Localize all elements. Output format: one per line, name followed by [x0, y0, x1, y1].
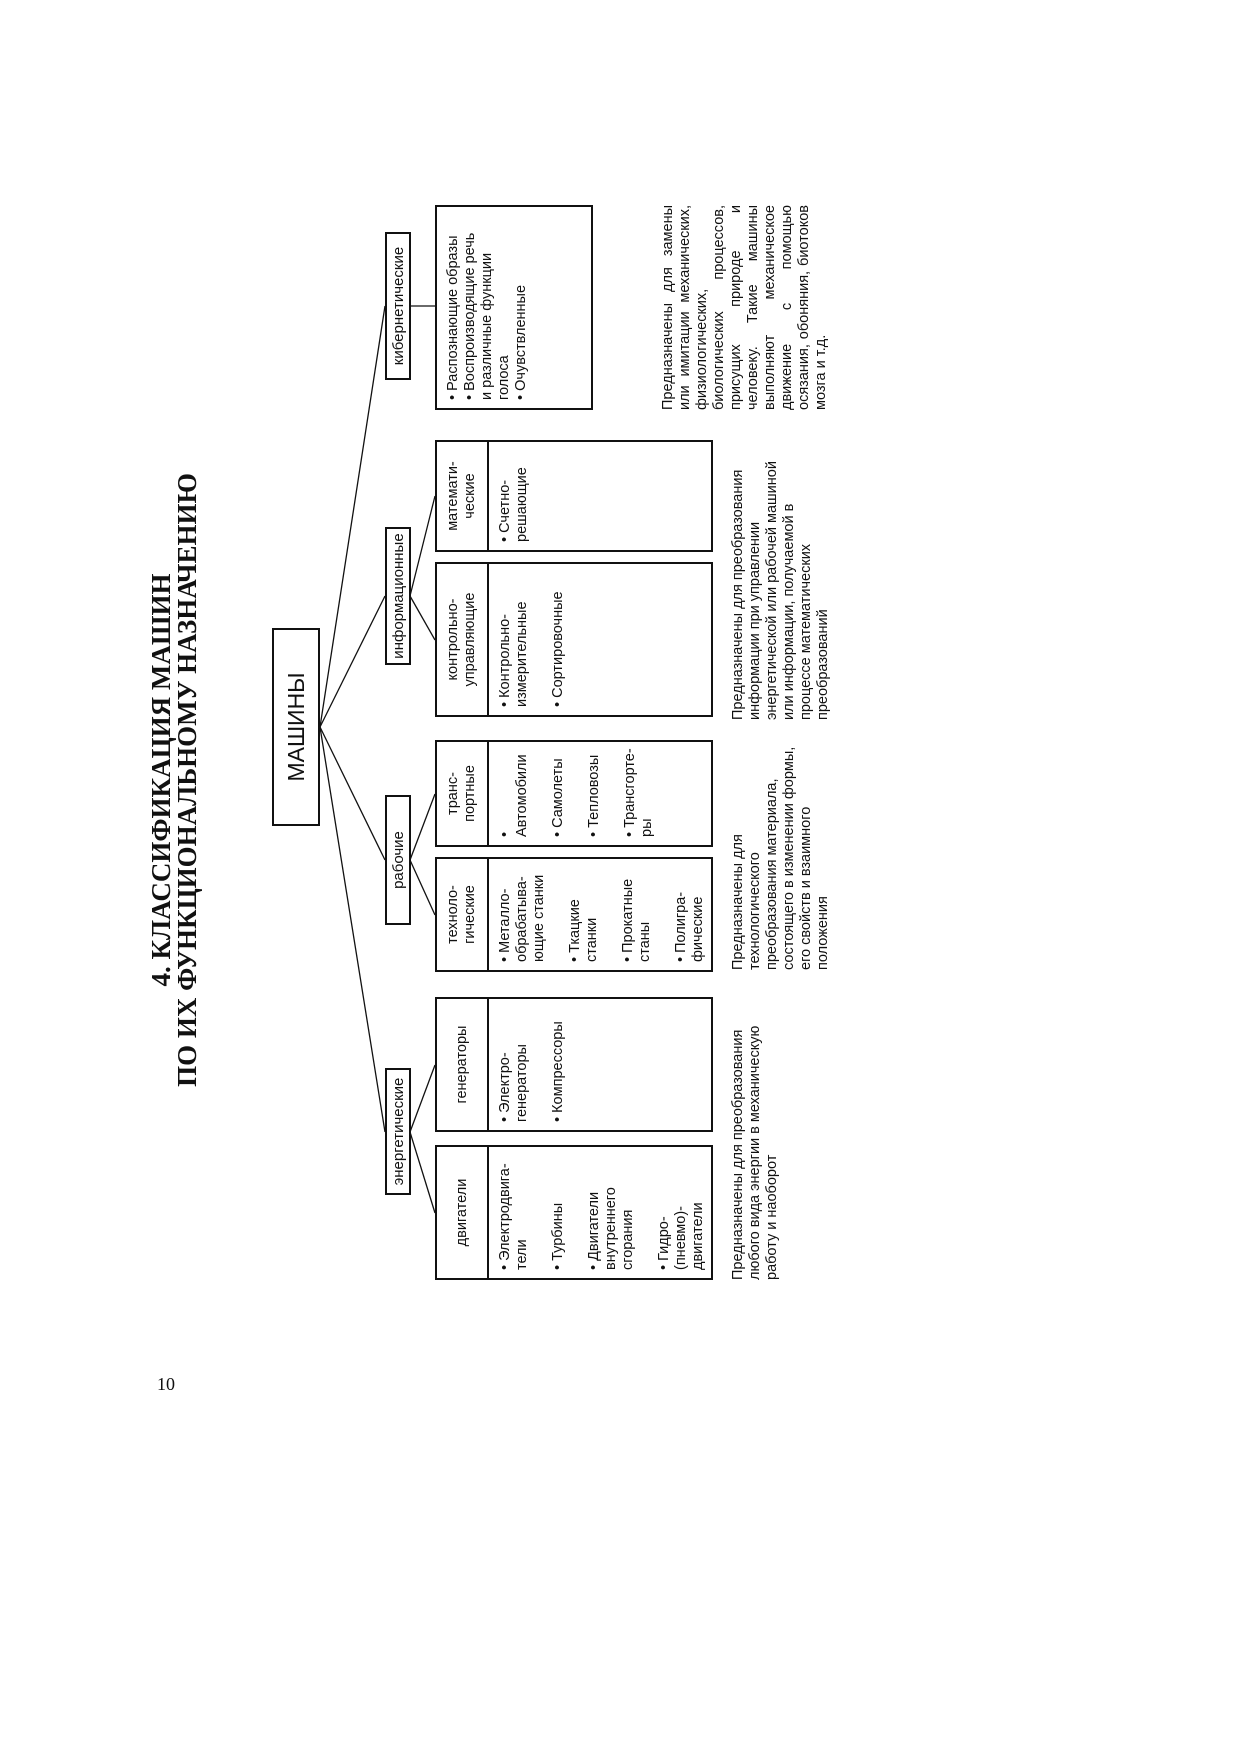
- connector-line: [409, 495, 436, 597]
- list-item: Электро- генераторы: [497, 1003, 531, 1122]
- item-list: Контрольно- измерительные Сортировочные: [489, 564, 567, 715]
- page-number: 10: [157, 1374, 175, 1394]
- cybernetic-items-box: Распознающие образы Воспроизводящие речь…: [435, 205, 593, 410]
- subgroup-header: техноло- гические: [437, 859, 489, 970]
- connector-line: [409, 793, 436, 861]
- subgroup-header: двигатели: [437, 1147, 489, 1278]
- description-energy: Предназначены для преобразования любого …: [730, 1025, 780, 1280]
- connector-line: [319, 305, 386, 728]
- description-information: Предназначены для преобразования информа…: [730, 461, 831, 720]
- subgroup-header: математи- ческие: [437, 442, 489, 550]
- subgroup-technological: техноло- гические Металло- обрабатыва- ю…: [435, 857, 713, 972]
- group-energy: энергетические: [385, 1068, 411, 1195]
- group-working: рабочие: [385, 795, 411, 925]
- list-item: Прокатные станы: [620, 863, 654, 962]
- list-item: Турбины: [550, 1151, 567, 1270]
- connector-line: [409, 1131, 436, 1214]
- subgroup-transport: транс- портные Автомобили Самолеты Тепло…: [435, 740, 713, 847]
- item-list: Автомобили Самолеты Тепловозы Трансгорте…: [489, 742, 656, 845]
- connector-line: [409, 859, 436, 916]
- list-item: Самолеты: [550, 746, 567, 837]
- list-item: Полигра- фические: [673, 863, 707, 962]
- list-item: Счетно- решающие: [497, 446, 531, 542]
- subgroup-header: транс- портные: [437, 742, 489, 845]
- list-item: Тепловозы: [586, 746, 603, 837]
- item-list: Электродвига- тели Турбины Двигатели вну…: [489, 1147, 707, 1278]
- subgroup-header: контрольно- управляющие: [437, 564, 489, 715]
- list-item: Сортировочные: [550, 568, 567, 707]
- subgroup-control: контрольно- управляющие Контрольно- изме…: [435, 562, 713, 717]
- list-item: Трансгорте- ры: [622, 746, 656, 837]
- list-item: Гидро- (пневмо)- двигатели: [656, 1151, 707, 1270]
- list-item: Воспроизводящие речь и различные функции…: [462, 211, 513, 400]
- list-item: Компрессоры: [550, 1003, 567, 1122]
- list-item: Распознающие образы: [445, 211, 462, 400]
- list-item: Контрольно- измерительные: [497, 568, 531, 707]
- item-list: Счетно- решающие: [489, 442, 531, 550]
- connector-line: [319, 595, 386, 728]
- connector-line: [409, 1064, 436, 1133]
- list-item: Электродвига- тели: [497, 1151, 531, 1270]
- root-node: МАШИНЫ: [272, 628, 320, 826]
- list-item: Ткацкие станки: [567, 863, 601, 962]
- item-list: Электро- генераторы Компрессоры: [489, 999, 567, 1130]
- list-item: Двигатели внутреннего сгорания: [586, 1151, 637, 1270]
- group-information: информационные: [385, 527, 411, 665]
- connector-line: [319, 726, 386, 861]
- group-cybernetic: кибернетические: [385, 232, 411, 380]
- subgroup-header: генераторы: [437, 999, 489, 1130]
- description-cybernetic: Предназначены для замены или имитации ме…: [660, 205, 829, 410]
- list-item: Металло- обрабатыва- ющие станки: [497, 863, 548, 962]
- list-item: Автомобили: [497, 746, 531, 837]
- item-list: Распознающие образы Воспроизводящие речь…: [437, 207, 530, 408]
- connector-line: [319, 726, 386, 1133]
- list-item: Очувствленные: [513, 211, 530, 400]
- connector-line: [409, 595, 436, 641]
- item-list: Металло- обрабатыва- ющие станки Ткацкие…: [489, 859, 707, 970]
- subgroup-generators: генераторы Электро- генераторы Компрессо…: [435, 997, 713, 1132]
- description-working: Предназначены для технологического преоб…: [730, 746, 831, 970]
- subgroup-mathematical: математи- ческие Счетно- решающие: [435, 440, 713, 552]
- subgroup-engines: двигатели Электродвига- тели Турбины Дви…: [435, 1145, 713, 1280]
